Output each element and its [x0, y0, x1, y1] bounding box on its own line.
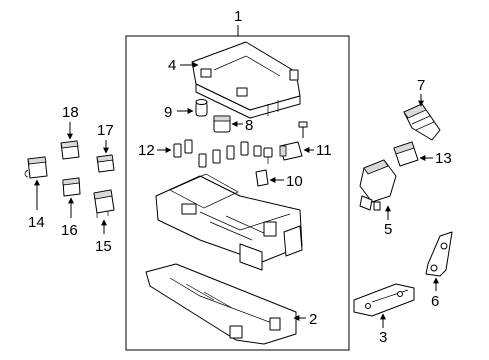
callout-3: 3 — [379, 313, 387, 346]
callout-4-label: 4 — [168, 57, 176, 74]
part-14-relay — [24, 156, 48, 179]
callout-13: 13 — [419, 150, 452, 167]
callout-14: 14 — [28, 179, 45, 231]
callout-12: 12 — [138, 142, 172, 159]
callout-15: 15 — [95, 219, 112, 255]
part-6-bracket — [425, 231, 453, 277]
callout-13-label: 13 — [435, 150, 452, 167]
callout-18: 18 — [62, 104, 79, 140]
part-15-relay — [93, 189, 115, 218]
callout-11: 11 — [303, 142, 332, 159]
callout-5: 5 — [384, 205, 392, 238]
callout-7: 7 — [417, 77, 425, 107]
part-10-clip — [255, 169, 269, 187]
callout-3-label: 3 — [379, 329, 387, 346]
callout-18-label: 18 — [62, 104, 79, 121]
callout-17-label: 17 — [97, 122, 114, 139]
callout-16-label: 16 — [61, 222, 78, 239]
callout-11-label: 11 — [316, 142, 332, 159]
part-11-bolt-and-clip — [279, 121, 308, 161]
callout-8-label: 8 — [245, 117, 253, 134]
callout-6-label: 6 — [431, 293, 439, 310]
part-16-relay — [62, 177, 81, 197]
part-2-lower-case — [145, 263, 297, 345]
callout-5-label: 5 — [384, 221, 392, 238]
callout-2: 2 — [293, 311, 317, 328]
callout-10-label: 10 — [286, 173, 303, 190]
callout-17: 17 — [97, 122, 114, 154]
part-17-relay — [96, 154, 115, 173]
callout-8: 8 — [231, 117, 253, 134]
part-8-relay-plug — [213, 115, 231, 133]
part-4-fuse-box-cover — [191, 41, 301, 119]
callout-1-label: 1 — [234, 8, 242, 25]
callout-4: 4 — [168, 57, 199, 74]
callout-16: 16 — [61, 197, 78, 239]
part-9-fuse-cap — [195, 99, 208, 117]
callout-10: 10 — [269, 173, 303, 190]
fuse-box-body — [155, 173, 303, 271]
part-13-relay — [393, 141, 419, 167]
callout-1: 1 — [234, 8, 242, 36]
callout-7-label: 7 — [417, 77, 425, 94]
part-3-base-bracket — [353, 283, 415, 317]
callout-9: 9 — [164, 104, 194, 121]
part-18-relay — [60, 140, 80, 160]
part-7-module-bracket — [403, 103, 441, 141]
callout-14-label: 14 — [28, 214, 45, 231]
part-5-relay-with-bracket — [359, 159, 397, 211]
part-12-fuses — [173, 139, 273, 168]
callout-15-label: 15 — [95, 238, 112, 255]
callout-9-label: 9 — [164, 104, 172, 121]
callout-6: 6 — [431, 277, 439, 310]
callout-12-label: 12 — [138, 142, 155, 159]
callout-2-label: 2 — [309, 311, 317, 328]
